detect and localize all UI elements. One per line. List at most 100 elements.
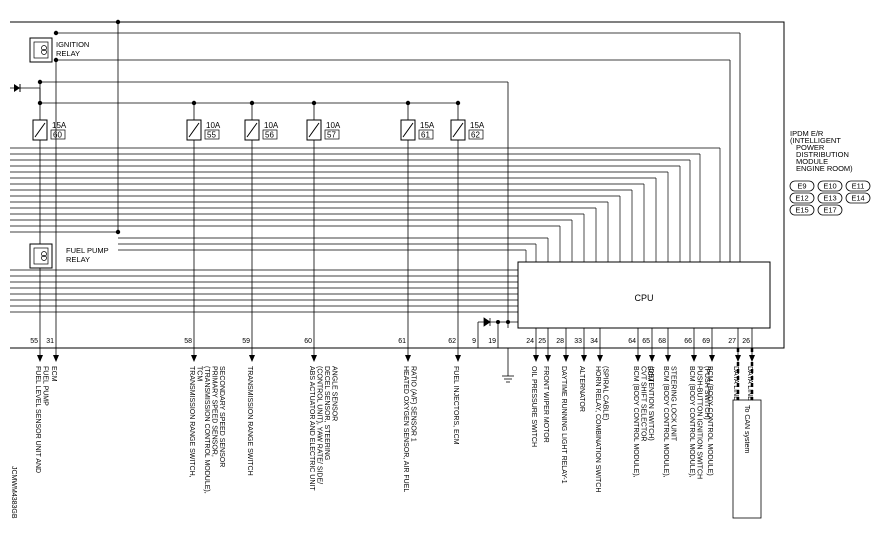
pin-number: 27 bbox=[728, 338, 736, 345]
signal-label: FUEL PUMP bbox=[42, 366, 49, 406]
connector-badge: E14 bbox=[845, 192, 871, 204]
diagram-id: JCMWM4383GB bbox=[10, 466, 17, 519]
signal-label: ABS ACTUATOR AND ELECTRIC UNIT bbox=[308, 366, 315, 491]
diode-symbol bbox=[14, 84, 21, 92]
cpu-label: CPU bbox=[634, 293, 653, 303]
signal-label: SECONDARY SPEED SENSOR bbox=[218, 366, 225, 467]
pin-arrow bbox=[37, 355, 43, 362]
ignition-relay-label-line2: RELAY bbox=[56, 49, 80, 58]
signal-label: OIL PRESSURE SWITCH bbox=[530, 366, 537, 447]
fuse-amp-label: 10A bbox=[264, 121, 279, 130]
signal-label: FUEL INJECTORS, ECM bbox=[452, 366, 459, 445]
pin-arrow bbox=[709, 355, 715, 362]
pin-arrow bbox=[53, 355, 59, 362]
signal-label: ANGLE SENSOR bbox=[331, 366, 338, 421]
fuse-55: 10A 55 bbox=[186, 119, 221, 141]
signal-label: RATIO (A/F) SENSOR 1 bbox=[410, 366, 417, 442]
ipdm-title-line: (INTELLIGENT bbox=[790, 136, 841, 145]
fuse-60: 15A 60 bbox=[32, 119, 67, 141]
pin-number: 64 bbox=[628, 338, 636, 345]
ipdm-box bbox=[10, 21, 785, 349]
pin-arrow bbox=[533, 355, 539, 362]
ignition-relay: IGNITION RELAY bbox=[29, 37, 89, 63]
signal-label: BCM (BODY CONTROL MODULE), bbox=[632, 366, 639, 478]
signal-label: FRONT WIPER MOTOR bbox=[542, 366, 549, 443]
pin-number: 9 bbox=[472, 338, 476, 345]
ipdm-title-line: DISTRIBUTION bbox=[796, 150, 849, 159]
signal-label: TRANSMISSION RANGE SWITCH bbox=[246, 366, 253, 476]
cpu-block: CPU bbox=[517, 261, 771, 329]
pin-number: 66 bbox=[684, 338, 692, 345]
connector-badge: E12 bbox=[789, 192, 815, 204]
fuse-57: 10A 57 bbox=[306, 119, 341, 141]
connector-badge: E9 bbox=[789, 180, 815, 192]
pin-number: 65 bbox=[642, 338, 650, 345]
pin-arrow bbox=[649, 355, 655, 362]
pin-number: 68 bbox=[658, 338, 666, 345]
pin-number: 25 bbox=[538, 338, 546, 345]
ignition-relay-label-line1: IGNITION bbox=[56, 40, 89, 49]
connector-label: E9 bbox=[797, 182, 806, 191]
fuse-56: 10A 56 bbox=[244, 119, 279, 141]
connector-label: E17 bbox=[823, 206, 836, 215]
harness-lines bbox=[10, 147, 721, 313]
pin-arrow bbox=[563, 355, 569, 362]
pin-number: 59 bbox=[242, 338, 250, 345]
fuse-amp-label: 10A bbox=[326, 121, 341, 130]
pin-number: 62 bbox=[448, 338, 456, 345]
pin-number: 58 bbox=[184, 338, 192, 345]
connector-badge: E10 bbox=[817, 180, 843, 192]
pin-number: 60 bbox=[304, 338, 312, 345]
signal-label: DECEL SENSOR, STEERING bbox=[323, 366, 330, 460]
pin-arrow bbox=[597, 355, 603, 362]
fuse-number-label: 55 bbox=[207, 131, 216, 140]
fuse-amp-label: 10A bbox=[206, 121, 221, 130]
pin-19: 19 bbox=[488, 338, 496, 345]
fuse-number-label: 60 bbox=[53, 131, 62, 140]
signal-label: TRANSMISSION RANGE SWITCH, bbox=[188, 366, 195, 478]
signal-label: HEATED OXYGEN SENSOR, AIR FUEL bbox=[402, 366, 409, 492]
ipdm-title-line: POWER bbox=[796, 143, 825, 152]
pin-number: 61 bbox=[398, 338, 406, 345]
signal-label: TCM bbox=[196, 366, 203, 381]
connector-badge: E17 bbox=[817, 204, 843, 216]
pin-number: 34 bbox=[590, 338, 598, 345]
signal-label: (PUSH SWITCH) bbox=[703, 366, 710, 420]
pin-arrow bbox=[545, 355, 551, 362]
fuse-number-label: 56 bbox=[265, 131, 274, 140]
signal-label: (DETENTION SWITCH) bbox=[647, 366, 654, 441]
pin-arrow bbox=[249, 355, 255, 362]
fuel-pump-relay-label-line1: FUEL PUMP bbox=[66, 246, 109, 255]
fuse-number-label: 62 bbox=[471, 131, 480, 140]
connector-label: E14 bbox=[851, 194, 864, 203]
fuel-pump-relay-label-line2: RELAY bbox=[66, 255, 90, 264]
ipdm-legend: IPDM E/R (INTELLIGENT POWER DISTRIBUTION… bbox=[790, 129, 853, 173]
fuse-62: 15A 62 bbox=[450, 119, 485, 141]
signal-label: ECM bbox=[646, 366, 653, 382]
connector-label: E10 bbox=[823, 182, 836, 191]
signal-label: (SPIRAL CABLE) bbox=[602, 366, 609, 420]
signal-label: BCM (BODY CONTROL MODULE) bbox=[706, 366, 713, 476]
signal-label: ECM bbox=[50, 366, 57, 382]
fuse-amp-label: 15A bbox=[470, 121, 485, 130]
signal-label: DATA LINE bbox=[732, 366, 739, 401]
pin-arrow bbox=[665, 355, 671, 362]
pin-arrow bbox=[405, 355, 411, 362]
signal-label: FUEL LEVEL SENSOR UNIT AND bbox=[34, 366, 41, 473]
signal-label: (CONTROL UNIT), YAW RATE/ SIDE/ bbox=[316, 366, 323, 484]
connector-label: E15 bbox=[795, 206, 808, 215]
fuse-amp-label: 15A bbox=[420, 121, 435, 130]
